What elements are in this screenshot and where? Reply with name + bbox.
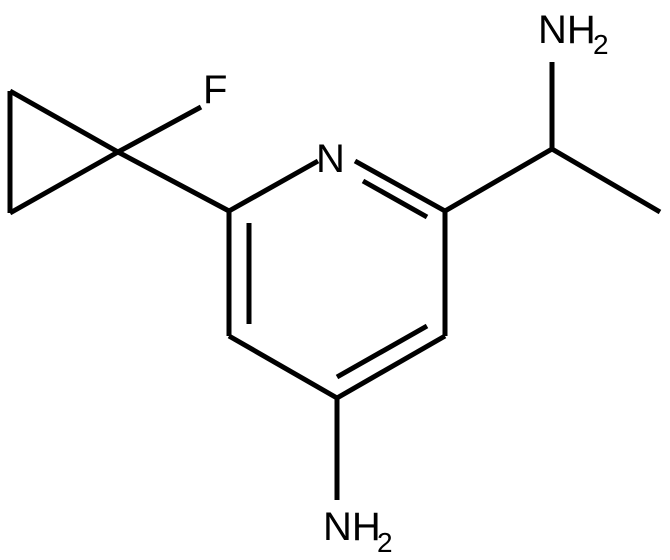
bond-c3-c4 (335, 333, 447, 401)
bond-c6-n1 (227, 158, 320, 214)
bond-c4-c5 (227, 333, 339, 401)
ring-amine-symbol: NH (323, 505, 381, 549)
side-chain-amine-symbol: NH (538, 8, 596, 52)
bond-n1-c2-double (361, 178, 429, 220)
cyclopropane-ring (7, 88, 120, 216)
bond-cyclopropyl-upper (8, 88, 120, 155)
fluorine-label: F (203, 68, 227, 112)
ring-nitrogen-label: N (316, 137, 345, 181)
aminoethyl-side-chain (443, 62, 662, 215)
bond-carbon-fluorine (116, 104, 203, 155)
side-chain-amine-subscript: 2 (593, 29, 609, 60)
ring-amine-subscript: 2 (377, 527, 393, 558)
bond-c3-c4-double (335, 323, 429, 380)
bond-n1-c2 (353, 158, 447, 214)
pyridine-ring (226, 158, 448, 401)
bond-chiral-carbon-methyl (550, 146, 662, 215)
bond-cyclopropyl-pyridine (116, 149, 231, 214)
ring-amine-label: NH 2 (323, 505, 393, 558)
bond-c2-chiral-carbon (443, 146, 554, 214)
bond-cyclopropyl-lower (8, 149, 120, 216)
side-chain-amine-label: NH 2 (538, 8, 609, 60)
